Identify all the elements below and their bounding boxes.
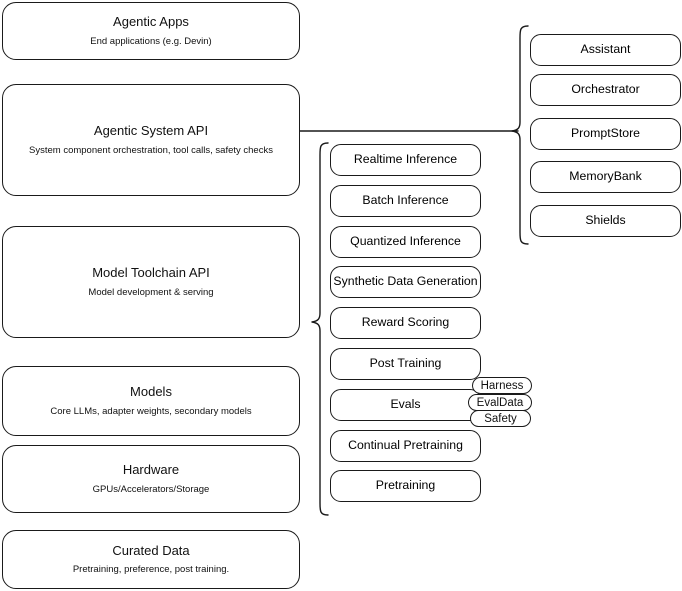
toolchain-item-post-training[interactable]: Post Training [330,348,481,380]
toolchain-item-label: Realtime Inference [353,152,458,167]
system-item-label: Assistant [580,42,631,57]
evals-badge-safety[interactable]: Safety [470,410,531,427]
system-item-orchestrator[interactable]: Orchestrator [530,74,681,106]
evals-badge-label: EvalData [476,396,524,409]
toolchain-item-continual-pretraining[interactable]: Continual Pretraining [330,430,481,462]
system-item-assistant[interactable]: Assistant [530,34,681,66]
toolchain-item-label: Post Training [369,356,442,371]
layer-title: Models [130,384,172,400]
layer-title: Curated Data [112,542,190,558]
system-item-label: Orchestrator [571,82,640,97]
evals-badge-label: Safety [484,412,517,425]
system-item-promptstore[interactable]: PromptStore [530,118,681,150]
layer-box-agentic-system-api[interactable]: Agentic System API System component orch… [2,84,300,196]
toolchain-item-label: Reward Scoring [361,315,450,330]
system-item-memorybank[interactable]: MemoryBank [530,161,681,193]
layer-title: Agentic System API [93,123,209,139]
toolchain-item-reward-scoring[interactable]: Reward Scoring [330,307,481,339]
system-item-label: Shields [585,213,626,228]
toolchain-item-batch-inference[interactable]: Batch Inference [330,185,481,217]
toolchain-item-label: Continual Pretraining [348,438,463,453]
layer-title: Agentic Apps [113,14,189,30]
toolchain-item-label: Batch Inference [362,193,449,208]
curly-brace-toolchain-components [311,142,329,516]
system-item-label: PromptStore [570,126,641,141]
toolchain-item-quantized-inference[interactable]: Quantized Inference [330,226,481,258]
evals-badge-evaldata[interactable]: EvalData [468,394,532,411]
layer-subtitle: End applications (e.g. Devin) [90,35,212,47]
system-item-label: MemoryBank [569,169,642,184]
toolchain-item-label: Evals [390,397,421,412]
evals-badge-harness[interactable]: Harness [472,377,532,394]
layer-box-model-toolchain-api[interactable]: Model Toolchain API Model development & … [2,226,300,338]
layer-subtitle: System component orchestration, tool cal… [29,144,273,156]
evals-badge-label: Harness [480,379,524,392]
layer-box-curated-data[interactable]: Curated Data Pretraining, preference, po… [2,530,300,589]
layer-subtitle: Core LLMs, adapter weights, secondary mo… [50,405,252,417]
toolchain-item-realtime-inference[interactable]: Realtime Inference [330,144,481,176]
toolchain-item-evals[interactable]: Evals [330,389,481,421]
toolchain-item-synthetic-data-generation[interactable]: Synthetic Data Generation [330,266,481,298]
layer-subtitle: GPUs/Accelerators/Storage [92,483,210,495]
toolchain-item-label: Synthetic Data Generation [333,274,478,289]
layer-title: Hardware [122,462,180,478]
layer-box-hardware[interactable]: Hardware GPUs/Accelerators/Storage [2,445,300,513]
layer-subtitle: Pretraining, preference, post training. [72,564,230,576]
curly-brace-system-components [511,25,529,245]
toolchain-item-pretraining[interactable]: Pretraining [330,470,481,502]
layer-title: Model Toolchain API [92,265,210,281]
toolchain-item-label: Pretraining [375,478,436,493]
layer-subtitle: Model development & serving [88,286,214,298]
layer-box-agentic-apps[interactable]: Agentic Apps End applications (e.g. Devi… [2,2,300,60]
layer-box-models[interactable]: Models Core LLMs, adapter weights, secon… [2,366,300,436]
system-item-shields[interactable]: Shields [530,205,681,237]
toolchain-item-label: Quantized Inference [350,234,461,249]
